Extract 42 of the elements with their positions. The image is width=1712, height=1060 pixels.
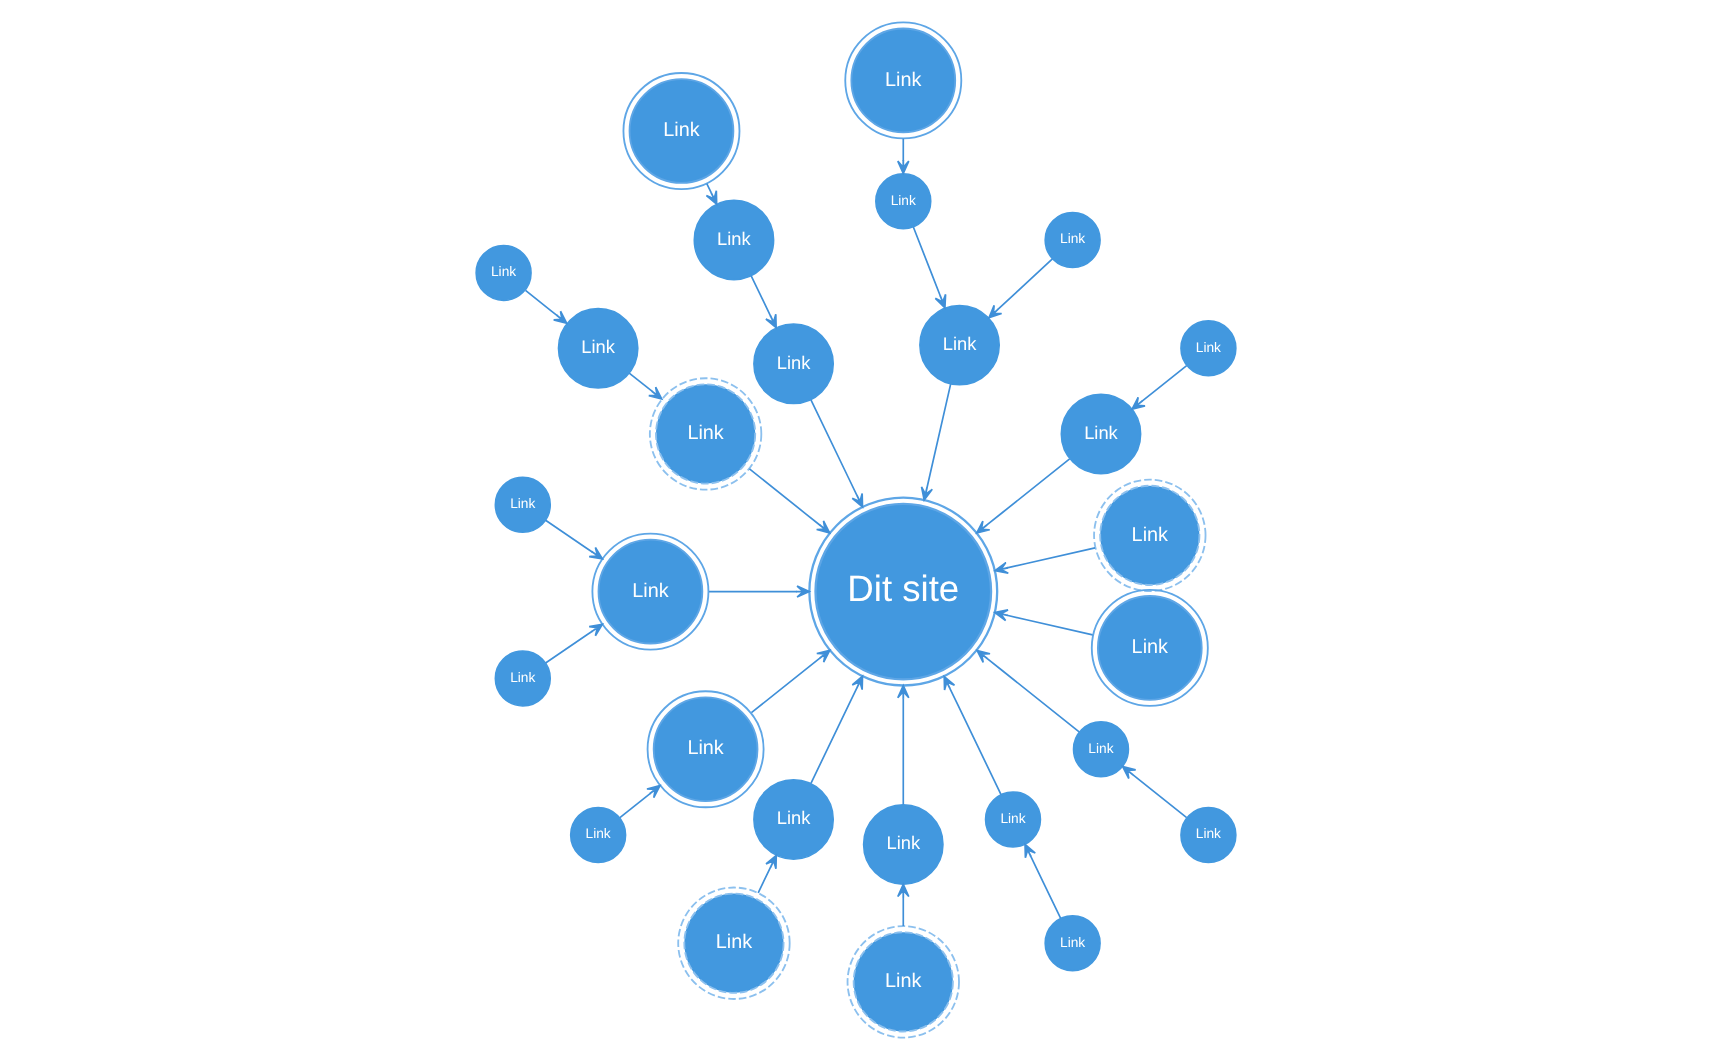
arrow (750, 649, 831, 714)
node-circle: Link (862, 804, 944, 885)
node-circle: Link (622, 72, 741, 190)
node-circle: Link (753, 323, 835, 405)
arrow (810, 399, 864, 508)
arrow (988, 257, 1054, 319)
arrow (943, 675, 1002, 796)
arrow (705, 182, 718, 205)
arrow (757, 854, 778, 894)
node-circle: Link (753, 778, 835, 860)
arrow (524, 289, 568, 324)
node-circle: Link (1093, 478, 1207, 592)
arrow (544, 519, 604, 560)
arrow (920, 383, 952, 501)
arrow (628, 372, 663, 400)
node-circle: Link (591, 532, 710, 651)
node-circle: Link (844, 21, 963, 140)
arrow (1121, 765, 1188, 819)
arrow (544, 623, 604, 664)
node-circle: Dit site (808, 496, 999, 687)
arrow (994, 609, 1094, 636)
arrow (750, 274, 777, 329)
arrow (619, 784, 661, 819)
node-circle: Link (846, 925, 960, 1039)
arrow (994, 547, 1096, 575)
node-circle: Link (677, 886, 791, 1000)
node-circle: Link (1090, 588, 1209, 707)
node-circle: Link (919, 304, 1000, 386)
node-circle: Link (1060, 393, 1142, 475)
arrow (708, 585, 811, 598)
arrow (810, 675, 864, 785)
arrow (912, 226, 947, 309)
arrow (748, 468, 831, 534)
node-circle: Link (693, 199, 775, 281)
arrow (1024, 843, 1062, 920)
arrow (896, 883, 910, 927)
arrow (896, 684, 910, 806)
arrow (976, 649, 1081, 733)
arrow (975, 458, 1071, 534)
node-circle: Link (557, 307, 639, 389)
arrow (1131, 364, 1188, 410)
arrow (896, 137, 910, 175)
